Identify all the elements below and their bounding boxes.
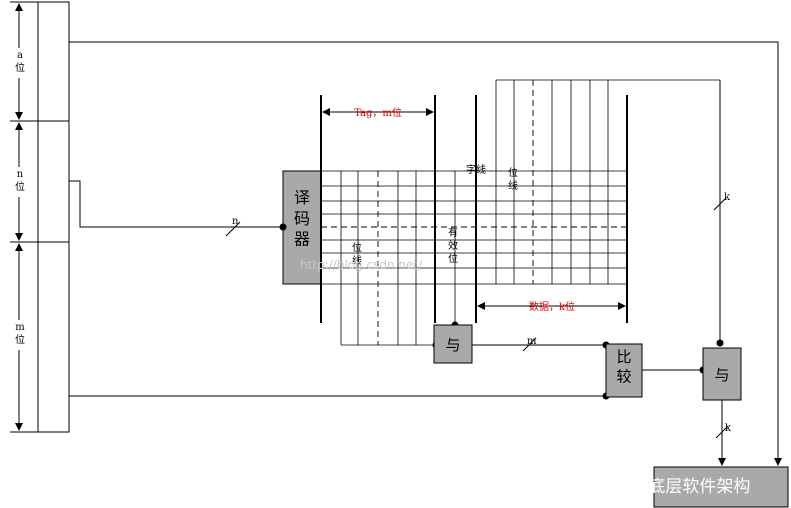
bus-k-bottom-label: k [725,423,732,434]
wordline-label: 字线 [466,163,486,176]
and2-label: 与 [714,366,729,384]
bus-k-top-label: k [724,192,731,203]
tag-bit-lines [340,171,434,346]
data-bit-lines [495,79,720,284]
decoder-label: 译码器 [294,188,310,249]
and1-label: 与 [445,336,460,354]
and2-box [702,347,742,401]
bus-slash-k-top [713,197,727,211]
valid-label: 有效位 [448,226,458,265]
a-field-wire [69,41,782,466]
bitline-left-label: 位线 [352,241,362,267]
n-field-wire [69,180,283,228]
junction-and2-top [716,339,724,347]
data-label: 数据，k位 [529,300,575,313]
bus-m-label: m [527,336,537,347]
output-box [653,466,789,508]
junction-decoder [279,223,287,231]
tag-label: Tag，m位 [354,106,402,119]
watermark-url: http://blog.csdn.net/ [300,258,423,272]
bus-slash-m [522,337,537,352]
bus-slash-n [225,221,241,237]
watermark-bottom: 头条 @底层软件架构 [592,477,750,497]
bus-slash-k-bottom [715,425,729,439]
bitline-right-label: 位线 [508,166,518,192]
compare-label: 比较 [616,348,631,386]
word-lines [321,170,627,285]
and1-box [433,324,473,364]
bus-n-label: n [232,216,239,227]
address-register [10,1,70,433]
